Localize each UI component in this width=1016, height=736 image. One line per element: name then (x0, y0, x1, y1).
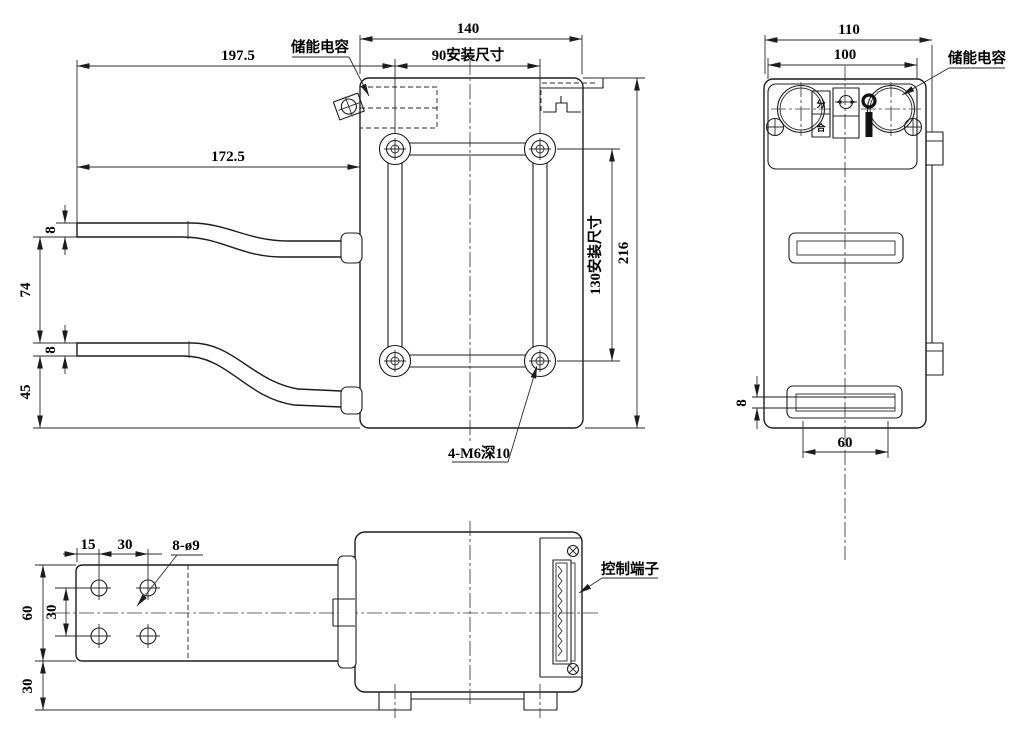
dim-8-top: 8 (43, 226, 59, 234)
dim-60-plate: 60 (20, 606, 36, 621)
busbar-hole (87, 576, 111, 600)
front-mounting-frame (387, 142, 548, 368)
dim-216: 216 (616, 241, 632, 264)
front-view: 140 90安装尺寸 197.5 172.5 8 74 (18, 21, 645, 463)
front-dim-mount-height: 130安装尺寸 (557, 148, 620, 362)
bottom-dim-hole-row-pitch: 30 (44, 587, 88, 637)
front-dim-overall-height: 216 (585, 77, 645, 429)
front-dim-arm-top-reach: 197.5 (76, 48, 395, 223)
dim-130-mount: 130安装尺寸 (586, 215, 604, 295)
capacitor-screw-fitting (332, 92, 365, 121)
indicator-bar (865, 112, 873, 137)
dim-30-foot: 30 (20, 679, 36, 694)
state-indicator (861, 93, 877, 109)
busbar-hole (136, 624, 160, 648)
mount-hole (523, 132, 557, 166)
bottom-control-connector (539, 537, 582, 678)
front-label-capacitor: 储能电容 (291, 38, 370, 97)
side-control-cluster: 分 合 (811, 87, 877, 139)
capacitor-callout: 储能电容 (291, 38, 349, 56)
bottom-feet (378, 684, 558, 718)
busbar-hole (136, 576, 160, 600)
front-label-mount-holes: 4-M6深10 (448, 365, 538, 463)
dim-100: 100 (834, 47, 857, 63)
bottom-dim-hole-positions: 15 30 (63, 537, 162, 576)
busbar-hole (87, 624, 111, 648)
front-mounting-holes (378, 132, 557, 378)
front-dim-arm-bottom-thickness: 8 (33, 325, 77, 374)
side-panel-screws (765, 117, 923, 137)
side-window (788, 232, 904, 264)
side-dim-slot-height: 8 (734, 376, 760, 429)
dim-8-bottom: 8 (43, 346, 59, 354)
bottom-busbar-holes (87, 576, 160, 648)
side-front-panel (767, 83, 918, 170)
mount-hole (378, 132, 412, 166)
front-dim-bottom-offset: 45 (18, 356, 360, 429)
front-dim-arm-spacing: 74 (18, 237, 43, 343)
dim-74: 74 (18, 282, 34, 298)
open-button-label[interactable]: 分 (816, 98, 825, 109)
dim-30-pitch: 30 (118, 537, 133, 553)
bottom-busbar-plate (75, 555, 357, 669)
capacitor-callout: 储能电容 (948, 49, 1006, 67)
side-dim-overall-depth: 110 (764, 22, 932, 74)
top-bushing (340, 232, 363, 264)
bottom-body-outline (55, 521, 600, 706)
front-dim-arm-bottom-reach: 172.5 (77, 149, 360, 170)
dim-172-5: 172.5 (211, 149, 245, 165)
capacitor-hidden-outline (359, 86, 438, 129)
side-label-capacitor: 储能电容 (901, 49, 1006, 96)
busbar-holes-callout: 8-ø9 (172, 538, 200, 554)
mount-hole (523, 344, 557, 378)
dim-30-rows: 30 (44, 605, 60, 620)
side-view: 分 合 110 100 储能电容 (734, 22, 1006, 560)
side-busbar-slot (752, 385, 903, 419)
bottom-bushing (340, 386, 363, 415)
front-body-outline (332, 60, 604, 442)
front-dim-mount-width: 90安装尺寸 (394, 46, 541, 134)
front-busbar-arms (76, 221, 363, 415)
dim-90-mount: 90安装尺寸 (432, 46, 505, 64)
side-body-outline (763, 45, 944, 560)
dim-197-5: 197.5 (221, 48, 255, 64)
dim-15: 15 (81, 537, 96, 553)
bottom-dim-foot-offset: 30 (20, 661, 379, 711)
dim-140: 140 (457, 21, 480, 37)
dim-45: 45 (18, 385, 34, 400)
close-button-label[interactable]: 合 (816, 122, 826, 133)
dim-60: 60 (838, 435, 853, 451)
side-dim-panel-width: 100 (767, 47, 918, 79)
mount-holes-callout: 4-M6深10 (448, 444, 510, 462)
side-dim-slot-width: 60 (802, 421, 889, 458)
bottom-view: 60 30 30 15 30 8-ø9 控制端子 (20, 521, 659, 718)
control-terminal-callout: 控制端子 (601, 560, 659, 578)
bottom-label-control-terminal: 控制端子 (578, 560, 659, 594)
mount-hole (378, 344, 412, 378)
dim-110: 110 (838, 22, 860, 38)
side-capacitors (771, 82, 921, 136)
bottom-label-busbar-holes: 8-ø9 (136, 538, 203, 607)
dim-8-slot: 8 (734, 399, 750, 407)
